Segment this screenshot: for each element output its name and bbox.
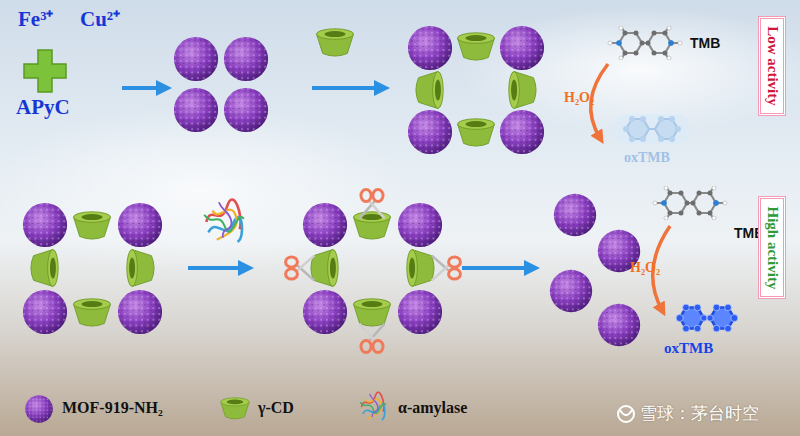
activity-tag: High activity (758, 196, 786, 299)
reagent-label: H₂O₂ (564, 90, 594, 105)
ion-label: Fe³⁺ (18, 8, 53, 31)
activity-text: High activity (765, 206, 780, 289)
legend-text: α-amylase (398, 399, 467, 417)
product-label: oxTMB (664, 340, 713, 357)
watermark: 雪球：茅台时空 (640, 404, 759, 423)
product-label: oxTMB (624, 150, 670, 165)
activity-text: Low activity (765, 26, 780, 106)
molecule-label: TMB (690, 36, 720, 51)
ion-label: Cu²⁺ (80, 8, 120, 31)
legend-text: γ-CD (258, 399, 294, 417)
reagent-label: H₂O₂ (630, 260, 660, 275)
ligand-label: APyC (16, 96, 70, 119)
legend-text: MOF-919-NH₂ (62, 399, 163, 417)
activity-tag: Low activity (758, 16, 786, 116)
